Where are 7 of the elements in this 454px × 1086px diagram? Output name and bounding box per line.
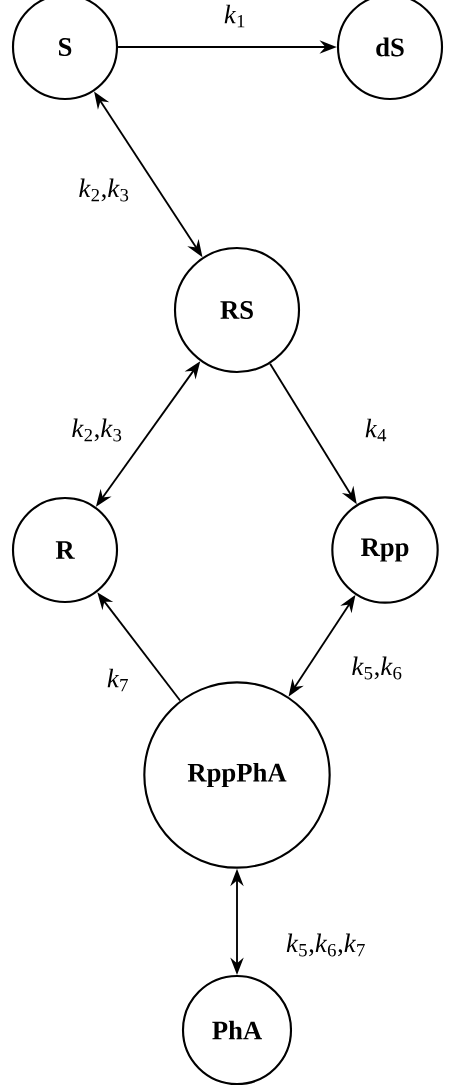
edge-label: k$_{2}$,k$_{3}$ xyxy=(79,178,129,202)
edge-label: k$_{5}$,k$_{6}$,k$_{7}$ xyxy=(286,933,365,957)
edge-label: k$_{5}$,k$_{6}$ xyxy=(352,656,402,680)
edge-label: k$_{2}$,k$_{3}$ xyxy=(72,418,122,442)
edge-label: k$_{1}$ xyxy=(224,4,245,28)
edge-label: k$_{4}$ xyxy=(365,418,387,442)
edge-label: k$_{7}$ xyxy=(107,668,128,692)
